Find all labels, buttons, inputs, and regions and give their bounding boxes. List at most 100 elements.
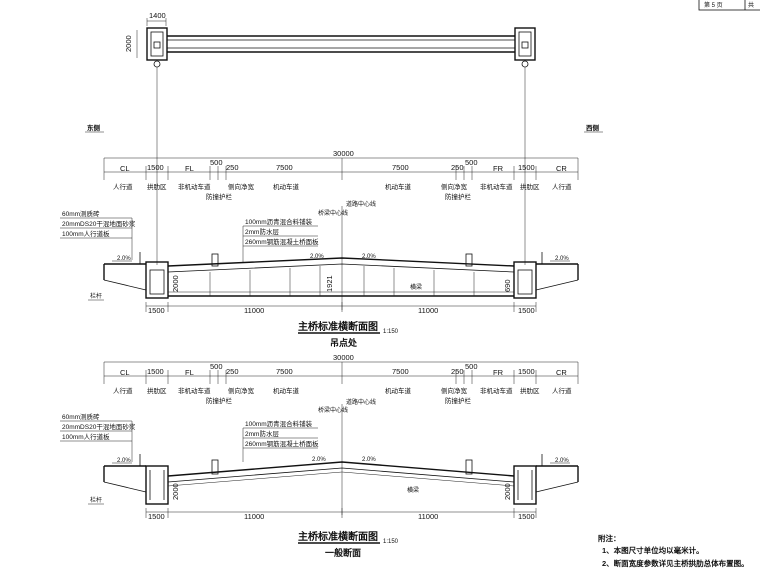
section2-scale: 1:150 bbox=[383, 539, 399, 545]
pylon-height-dim: 2000 bbox=[124, 35, 133, 52]
lane-5: 机动车道 bbox=[273, 182, 300, 191]
s2-lane-3: 非机动车道 bbox=[178, 386, 211, 395]
walk-layer-2: 20mmDS20干混地面砂浆 bbox=[62, 219, 136, 228]
beam-label: 横梁 bbox=[410, 283, 422, 291]
title-block: 第 5 页 共 bbox=[698, 0, 760, 11]
seg-250-left: 250 bbox=[226, 163, 239, 172]
seg-500-left: 500 bbox=[210, 158, 223, 167]
s2-lane-4: 侧向净宽 bbox=[228, 386, 255, 395]
seg-fl: FL bbox=[185, 164, 194, 173]
s2-deck-layer-3: 260mm钢筋混凝土桥面板 bbox=[245, 439, 319, 448]
s2-seg-250-left: 250 bbox=[226, 367, 239, 376]
s2-seg-250-right: 250 bbox=[451, 367, 464, 376]
s2-seg-fr: FR bbox=[493, 368, 504, 377]
lane-9: 拱肋区 bbox=[520, 182, 540, 191]
s2-bottom-dim-3: 11000 bbox=[418, 512, 438, 521]
s2-slope-2: 2.0% bbox=[312, 457, 326, 463]
s2-lane-1: 人行道 bbox=[113, 386, 133, 395]
s2-bridge-centerline-label: 桥梁中心线 bbox=[318, 406, 348, 414]
seg-1500-right: 1500 bbox=[518, 163, 535, 172]
lane-6: 机动车道 bbox=[385, 182, 412, 191]
s2-railing-label: 栏杆 bbox=[90, 496, 102, 504]
s2-lane-10: 人行道 bbox=[552, 386, 572, 395]
s2-beam-label: 横梁 bbox=[407, 486, 419, 494]
section1-scale: 1:150 bbox=[383, 329, 399, 335]
s2-seg-1500-left: 1500 bbox=[147, 367, 164, 376]
s2-lane-8: 非机动车道 bbox=[480, 386, 513, 395]
s2-lane-5: 机动车道 bbox=[273, 386, 300, 395]
lane-10: 人行道 bbox=[552, 182, 572, 191]
s2-lane-2: 拱肋区 bbox=[147, 386, 167, 395]
seg-cl: CL bbox=[120, 164, 130, 173]
seg-1500-left: 1500 bbox=[147, 163, 164, 172]
deck-layer-1: 100mm沥青混合料铺装 bbox=[245, 217, 313, 226]
height-h2: 1921 bbox=[325, 275, 334, 292]
s2-slope-1: 2.0% bbox=[117, 458, 131, 464]
section2-subtitle: 一般断面 bbox=[325, 547, 361, 558]
section2-cross-section: 2.0% 2.0% 2.0% 2.0% 2000 2000 栏杆 横梁 bbox=[88, 404, 579, 521]
bridge-centerline-label: 桥梁中心线 bbox=[318, 209, 348, 217]
section1-total-width: 30000 bbox=[333, 149, 354, 158]
lane-2: 拱肋区 bbox=[147, 182, 167, 191]
s2-seg-fl: FL bbox=[185, 368, 194, 377]
s2-walk-layer-1: 60mm测质砖 bbox=[62, 412, 100, 421]
s2-height-right: 2000 bbox=[503, 483, 512, 500]
slope-4: 2.0% bbox=[555, 256, 569, 262]
rail-label-left: 防撞护栏 bbox=[206, 192, 233, 201]
notes-heading: 附注： bbox=[598, 533, 621, 543]
s2-lane-6: 机动车道 bbox=[385, 386, 412, 395]
section2-dimension-band: 30000 CL 1500 FL 500 250 7500 7500 250 5… bbox=[103, 353, 579, 414]
rail-label-right: 防撞护栏 bbox=[445, 192, 472, 201]
s2-seg-500-left: 500 bbox=[210, 362, 223, 371]
walk-layer-1: 60mm测质砖 bbox=[62, 209, 100, 218]
seg-250-right: 250 bbox=[451, 163, 464, 172]
slope-2: 2.0% bbox=[310, 254, 324, 260]
s2-slope-4: 2.0% bbox=[555, 458, 569, 464]
s2-lane-9: 拱肋区 bbox=[520, 386, 540, 395]
page-number-label: 第 5 页 bbox=[704, 1, 723, 9]
deck-layer-3: 260mm钢筋混凝土桥面板 bbox=[245, 237, 319, 246]
bottom-dim-2: 11000 bbox=[244, 306, 264, 315]
s2-walk-layer-3: 100mm人行道板 bbox=[62, 432, 110, 441]
note-1: 1、本图尺寸单位均以毫米计。 bbox=[602, 545, 704, 555]
arch-rib-plan: 1400 2000 bbox=[124, 11, 536, 265]
s2-height-left: 2000 bbox=[171, 483, 180, 500]
lane-1: 人行道 bbox=[113, 182, 133, 191]
pylon-width-dim: 1400 bbox=[149, 11, 166, 20]
side-label-left: 东侧 bbox=[87, 123, 101, 132]
s2-deck-layer-2: 2mm防水层 bbox=[245, 429, 279, 438]
section1-dimension-band: 30000 CL 1500 FL 500 250 7500 7500 250 5… bbox=[103, 149, 579, 217]
section2-title-group: 主桥标准横断面图 1:150 一般断面 bbox=[298, 530, 399, 558]
s2-seg-7500-left: 7500 bbox=[276, 367, 293, 376]
lane-4: 侧向净宽 bbox=[228, 182, 255, 191]
section2-title: 主桥标准横断面图 bbox=[298, 530, 378, 543]
section2-total-width: 30000 bbox=[333, 353, 354, 362]
height-h1: 2000 bbox=[171, 275, 180, 292]
notes-block: 附注： 1、本图尺寸单位均以毫米计。 2、断面宽度参数详见主桥拱肋总体布置图。 bbox=[598, 533, 749, 568]
section1-title-group: 主桥标准横断面图 1:150 吊点处 bbox=[298, 320, 399, 348]
deck-layer-2: 2mm防水层 bbox=[245, 227, 279, 236]
lane-8: 非机动车道 bbox=[480, 182, 513, 191]
seg-7500-right: 7500 bbox=[392, 163, 409, 172]
height-h3: 690 bbox=[503, 279, 512, 292]
s2-slope-3: 2.0% bbox=[362, 457, 376, 463]
s2-rail-label-left: 防撞护栏 bbox=[206, 396, 233, 405]
section2-layer-callouts: 60mm测质砖 20mmDS20干混地面砂浆 100mm人行道板 100mm沥青… bbox=[60, 412, 319, 462]
section1-layer-callouts: 60mm测质砖 20mmDS20干混地面砂浆 100mm人行道板 100mm沥青… bbox=[60, 209, 319, 262]
seg-cr: CR bbox=[556, 164, 567, 173]
slope-1: 2.0% bbox=[117, 256, 131, 262]
section1-title: 主桥标准横断面图 bbox=[298, 320, 378, 333]
note-2: 2、断面宽度参数详见主桥拱肋总体布置图。 bbox=[602, 558, 749, 568]
bottom-dim-1: 1500 bbox=[148, 306, 165, 315]
bottom-dim-4: 1500 bbox=[518, 306, 535, 315]
side-label-right: 西侧 bbox=[586, 123, 600, 132]
bottom-dim-3: 11000 bbox=[418, 306, 438, 315]
s2-seg-7500-right: 7500 bbox=[392, 367, 409, 376]
seg-500-right: 500 bbox=[465, 158, 478, 167]
seg-fr: FR bbox=[493, 164, 504, 173]
section1-cross-section: 2.0% 2.0% 2.0% 2.0% bbox=[88, 206, 579, 315]
s2-bottom-dim-1: 1500 bbox=[148, 512, 165, 521]
s2-seg-500-right: 500 bbox=[465, 362, 478, 371]
s2-rail-label-right: 防撞护栏 bbox=[445, 396, 472, 405]
